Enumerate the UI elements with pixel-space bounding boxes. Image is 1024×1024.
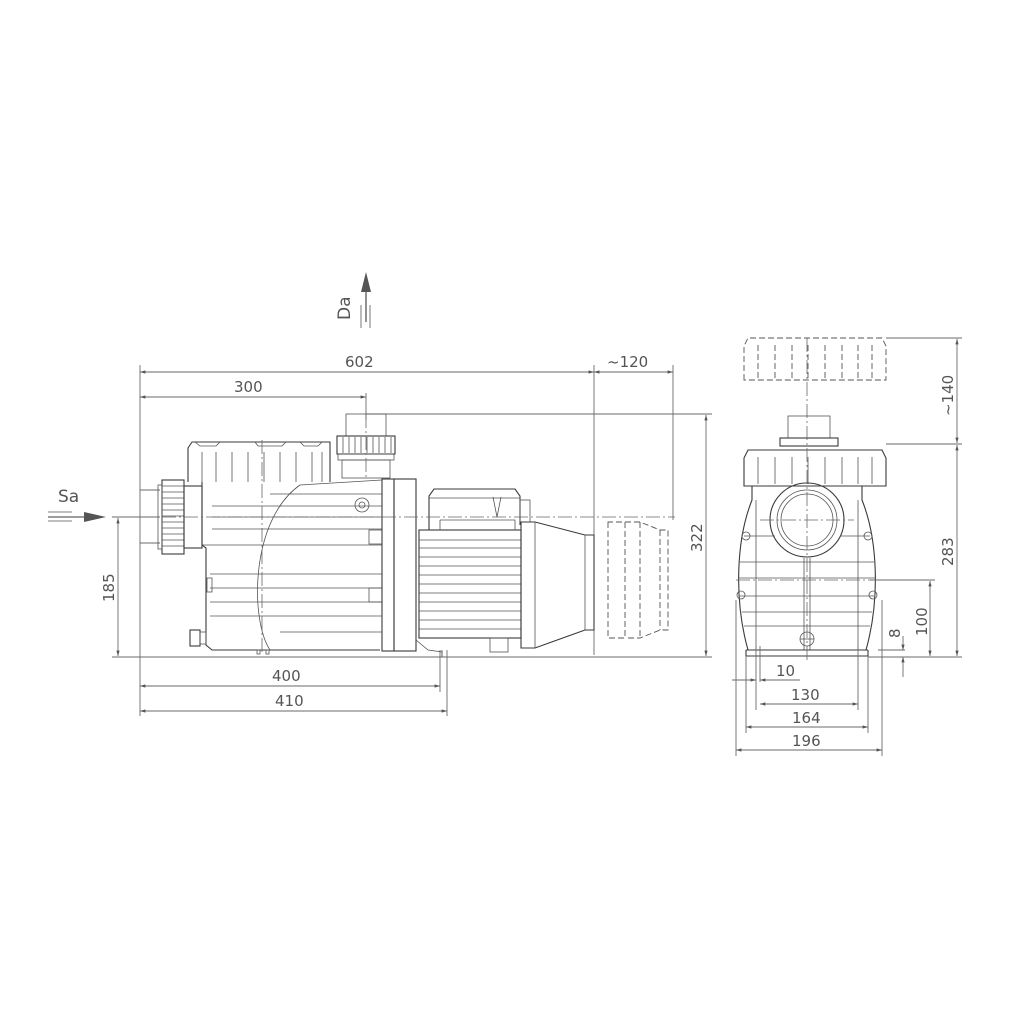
dim-overall-height: 322 (688, 523, 706, 552)
front-view: ~140 283 100 8 10 130 164 196 (732, 337, 962, 756)
suction-label: Sa (58, 487, 79, 507)
dim-base-length-outer: 410 (275, 692, 304, 710)
discharge-arrow-icon (360, 272, 371, 328)
dim-overall-length: 602 (345, 353, 374, 371)
dim-overall-width: 196 (792, 732, 821, 750)
dim-base-width-inner: 164 (792, 709, 821, 727)
dim-base-length-inner: 400 (272, 667, 301, 685)
strainer-lid (187, 441, 331, 482)
dim-base-thickness: 8 (886, 628, 904, 638)
dim-lid-clearance: ~140 (939, 375, 957, 416)
motor-removal-clearance-ghost (607, 521, 669, 639)
side-view: Da Sa 602 ~120 300 322 185 (48, 272, 712, 716)
motor-flange (381, 478, 443, 657)
dim-motor-clearance: ~120 (607, 353, 648, 371)
front-strainer-lid (743, 449, 887, 487)
pump-housing (189, 479, 383, 655)
dim-suction-to-discharge: 300 (234, 378, 263, 396)
dim-foot-hole-spacing: 130 (791, 686, 820, 704)
motor (418, 488, 595, 657)
dim-foot-hole-height: 100 (913, 607, 931, 636)
dim-foot-slot-width: 10 (776, 662, 795, 680)
dim-body-height: 283 (939, 537, 957, 566)
dim-suction-height: 185 (100, 573, 118, 602)
lid-removal-ghost (743, 337, 887, 381)
discharge-label: Da (335, 296, 355, 320)
suction-arrow-icon (48, 511, 106, 522)
